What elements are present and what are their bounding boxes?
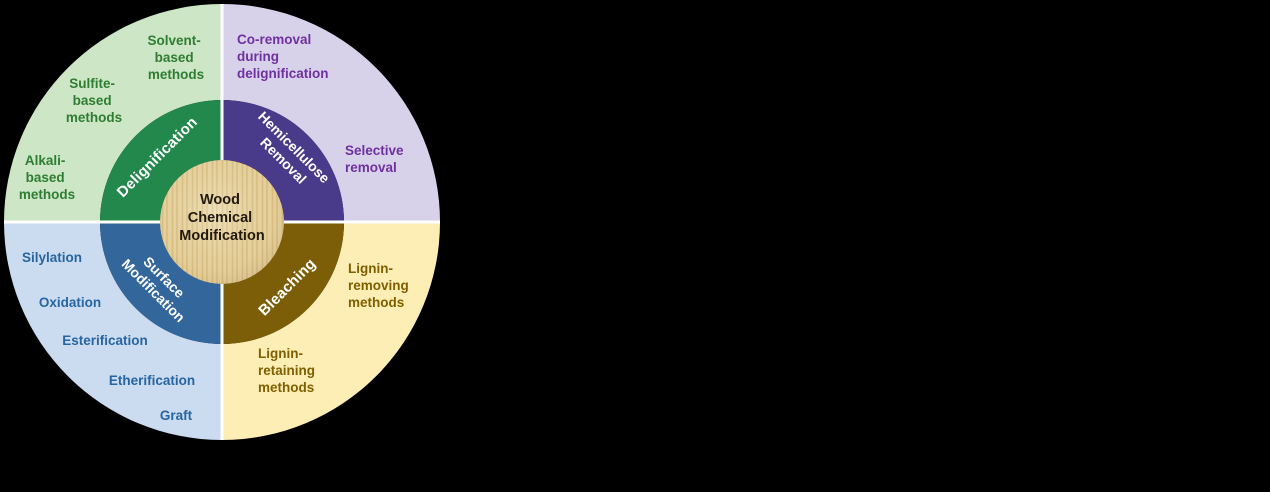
label-line: during [237,49,279,64]
label-line: removal [345,160,397,175]
method-label-silylation: Silylation [22,250,82,265]
label-line: Lignin- [348,261,393,276]
method-label-lignin-retaining: Lignin- retaining methods [258,346,319,395]
label-line: retaining [258,363,315,378]
center-title-line: Modification [179,228,264,244]
label-line: delignification [237,66,329,81]
outer-ring [4,4,440,440]
center-wood-disc-shading [160,160,284,284]
method-label-co-removal: Co-removal during delignification [237,32,329,81]
delignification-methods: Solvent- based methods Sulfite- based me… [19,33,204,202]
label-line: Oxidation [39,295,101,310]
inner-ring [100,100,344,344]
delignification-inner-sector [100,100,222,222]
method-label-solvent-based: Solvent- based methods [147,33,204,82]
method-label-oxidation: Oxidation [39,295,101,310]
hemicellulose-methods: Co-removal during delignification Select… [237,32,407,175]
delignification-outer-sector [4,4,222,222]
method-label-alkali-based: Alkali- based methods [19,153,75,202]
label-line: Solvent- [147,33,200,48]
label-line: based [73,93,112,108]
bleaching-outer-sector [222,222,440,440]
label-line: Silylation [22,250,82,265]
label-line: based [26,170,65,185]
wood-chemical-modification-diagram: Wood Chemical Modification Delignificati… [4,4,440,440]
surface-modification-inner-sector [100,222,222,344]
label-line: methods [66,110,122,125]
quadrant-dividers [4,4,440,440]
label-line: Lignin- [258,346,303,361]
label-line: Selective [345,143,404,158]
label-line: methods [148,67,204,82]
hemicellulose-inner-sector [222,100,344,222]
label-line: based [155,50,194,65]
label-line: methods [348,295,404,310]
surface-modification-methods: Silylation Oxidation Esterification Ethe… [22,250,195,423]
method-label-sulfite-based: Sulfite- based methods [66,76,122,125]
label-line: methods [258,380,314,395]
label-line: methods [19,187,75,202]
label-line: Alkali- [25,153,66,168]
label-line: removing [348,278,409,293]
center-title-line: Chemical [188,210,252,226]
center-title: Wood Chemical Modification [179,192,264,244]
surface-modification-outer-sector [4,222,222,440]
bleaching-inner-sector [222,222,344,344]
label-line: Graft [160,408,193,423]
method-label-graft: Graft [160,408,193,423]
center-title-line: Wood [200,192,240,208]
label-line: Co-removal [237,32,311,47]
method-label-lignin-removing: Lignin- removing methods [348,261,413,310]
bleaching-methods: Lignin- removing methods Lignin- retaini… [258,261,413,395]
label-line: Esterification [62,333,148,348]
hemicellulose-outer-sector [222,4,440,222]
method-label-esterification: Esterification [62,333,148,348]
method-label-etherification: Etherification [109,373,195,388]
label-line: Sulfite- [69,76,115,91]
method-label-selective-removal: Selective removal [345,143,407,175]
label-line: Etherification [109,373,195,388]
